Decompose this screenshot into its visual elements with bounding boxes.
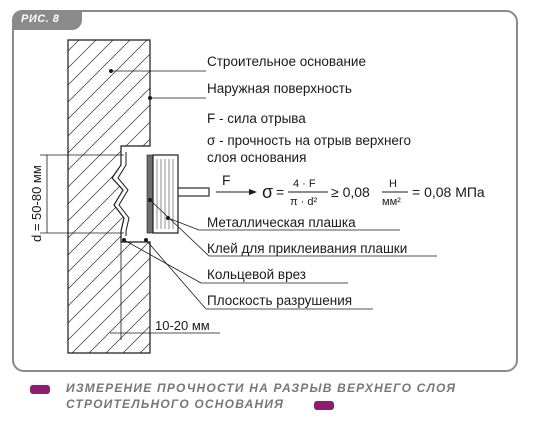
formula-denominator: π · d² [290, 196, 317, 208]
glue-layer [146, 154, 154, 234]
label-failure-plane: Плоскость разрушения [207, 293, 352, 308]
figure-frame [12, 10, 518, 372]
figure-number: РИС. 8 [21, 13, 60, 25]
formula-sigma: σ [262, 182, 273, 202]
caption-marker-left [30, 385, 50, 394]
ring-cut-outline [117, 152, 130, 236]
caption-line-1: ИЗМЕРЕНИЕ ПРОЧНОСТИ НА РАЗРЫВ ВЕРХНЕГО С… [66, 381, 457, 395]
formula-eq: = [276, 184, 284, 200]
depth-label: 10-20 мм [155, 318, 210, 333]
strength-formula: σ = 4 · F π · d² ≥ 0,08 Н мм² = 0,08 МПа [262, 178, 485, 208]
label-sigma-def-1: σ - прочность на отрыв верхнего [207, 133, 411, 148]
formula-result: = 0,08 МПа [412, 184, 485, 200]
label-base: Строительное основание [207, 54, 366, 69]
pull-rod [177, 187, 210, 197]
formula-compare: ≥ 0,08 [331, 184, 370, 200]
caption-marker-right [314, 401, 334, 410]
base-wall [67, 39, 151, 354]
caption-line-2: СТРОИТЕЛЬНОГО ОСНОВАНИЯ [66, 397, 285, 411]
label-glue: Клей для приклеивания плашки [207, 241, 407, 256]
label-ring-cut: Кольцевой врез [207, 267, 306, 282]
diameter-label: d = 50-80 мм [29, 165, 44, 242]
force-arrow-label: F [222, 172, 231, 188]
label-plate: Металлическая плашка [207, 215, 356, 230]
formula-unit-num: Н [389, 178, 397, 190]
label-outer-surface: Наружная поверхность [207, 81, 352, 96]
label-sigma-def-2: слоя основания [207, 150, 306, 165]
label-force-def: F - сила отрыва [207, 111, 306, 126]
figure-badge: РИС. 8 [12, 10, 82, 30]
formula-numerator: 4 · F [293, 178, 316, 190]
formula-unit-den: мм² [382, 196, 401, 208]
